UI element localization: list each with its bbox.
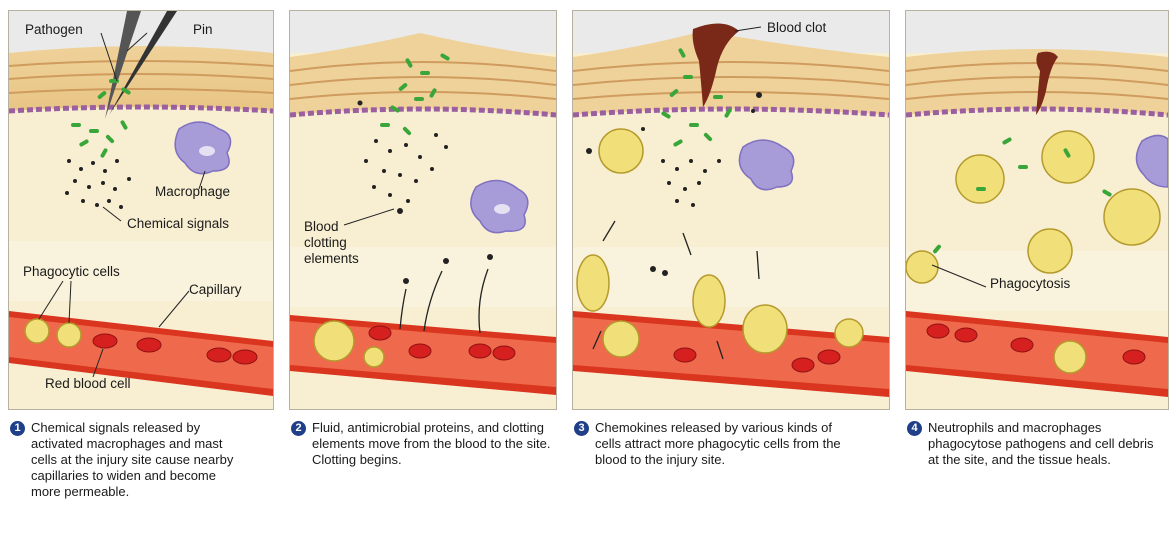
step-badge-1: 1: [10, 421, 25, 436]
macrophage-phagocytosing: [956, 155, 1004, 203]
phagocytic-cell: [364, 347, 384, 367]
label-blood-clot: Blood clot: [767, 21, 826, 36]
label-phagocytic-cells: Phagocytic cells: [23, 265, 120, 280]
label-chemical-signals: Chemical signals: [127, 217, 229, 232]
panel-1: Pathogen Pin Macrophage Chemical signals…: [8, 10, 274, 410]
label-blood-clotting-elements: Blood clotting elements: [304, 219, 376, 267]
phagocytic-cell: [835, 319, 863, 347]
label-pathogen: Pathogen: [25, 23, 83, 38]
phagocytic-cell: [743, 305, 787, 353]
panel-3: Blood clot: [572, 10, 890, 410]
phagocytic-cell: [599, 129, 643, 173]
phagocytic-cell: [577, 255, 609, 311]
panel-4-illustration: [906, 11, 1168, 409]
phagocytic-cell: [603, 321, 639, 357]
macrophage-phagocytosing: [1028, 229, 1072, 273]
phagocytic-cell: [25, 319, 49, 343]
panel-2: Blood clotting elements: [289, 10, 557, 410]
phagocytic-cell: [1054, 341, 1086, 373]
caption-3-text: Chemokines released by various kinds of …: [595, 420, 845, 468]
caption-1-text: Chemical signals released by activated m…: [31, 420, 249, 500]
label-macrophage: Macrophage: [155, 185, 230, 200]
phagocytic-cell: [693, 275, 725, 327]
caption-4-text: Neutrophils and macrophages phagocytose …: [928, 420, 1164, 468]
phagocytic-cell: [314, 321, 354, 361]
label-phagocytosis: Phagocytosis: [990, 277, 1070, 292]
panel-2-illustration: [290, 11, 556, 409]
macrophage-phagocytosing: [1104, 189, 1160, 245]
step-badge-4: 4: [907, 421, 922, 436]
label-pin: Pin: [193, 23, 213, 38]
panel-4: Phagocytosis: [905, 10, 1169, 410]
label-red-blood-cell: Red blood cell: [45, 377, 131, 392]
panel-1-illustration: [9, 11, 273, 409]
skin-layer: [9, 46, 273, 111]
label-capillary: Capillary: [189, 283, 242, 298]
phagocytic-cell: [57, 323, 81, 347]
step-badge-3: 3: [574, 421, 589, 436]
phagocytic-cell: [906, 251, 938, 283]
panel-3-illustration: [573, 11, 889, 409]
caption-2-text: Fluid, antimicrobial proteins, and clott…: [312, 420, 552, 468]
step-badge-2: 2: [291, 421, 306, 436]
